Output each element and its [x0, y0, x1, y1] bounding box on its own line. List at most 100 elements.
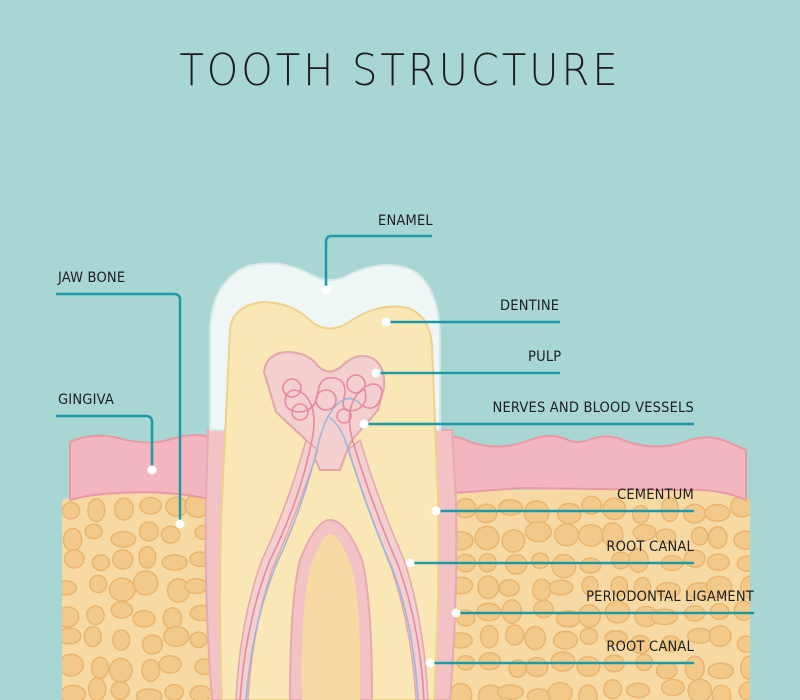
- label-cementum: CEMENTUM: [617, 487, 694, 503]
- bone-cell: [504, 624, 525, 646]
- diagram-title: TOOTH STRUCTURE: [179, 46, 621, 96]
- bone-cell: [526, 688, 551, 700]
- bone-cell: [91, 554, 111, 572]
- bone-cell: [530, 552, 550, 570]
- bone-cell: [610, 575, 629, 597]
- bone-cell: [162, 607, 183, 630]
- bone-cell: [135, 688, 163, 700]
- bone-cell: [158, 654, 182, 674]
- bone-cell: [62, 606, 80, 628]
- bone-cell: [740, 655, 750, 680]
- bone-cell: [553, 523, 580, 547]
- bone-cell: [532, 578, 552, 602]
- bone-cell: [504, 554, 528, 575]
- bone-cell: [132, 570, 159, 596]
- bone-cell: [633, 576, 652, 601]
- bone-cell: [628, 547, 649, 574]
- bone-cell: [138, 521, 160, 542]
- bone-cell: [525, 657, 549, 678]
- label-root-canal-upper: ROOT CANAL: [606, 539, 694, 555]
- bone-cell: [132, 609, 156, 628]
- bone-cell: [604, 629, 628, 646]
- bone-cell: [496, 684, 524, 700]
- nerves-and-blood-vessels: [239, 374, 425, 700]
- bone-cell: [738, 680, 750, 700]
- bone-cell: [113, 497, 135, 521]
- label-jaw-bone: JAW BONE: [58, 270, 126, 286]
- bone-cell: [62, 684, 87, 700]
- bone-cell: [655, 661, 678, 680]
- bone-cell: [707, 526, 728, 550]
- label-nerves-and-blood-vessels: NERVES AND BLOOD VESSELS: [492, 400, 694, 416]
- bone-cell: [62, 527, 83, 552]
- bone-cell: [523, 500, 550, 526]
- bone-cell: [711, 684, 732, 700]
- bone-cell: [551, 553, 577, 579]
- bone-cell: [548, 579, 574, 596]
- bone-cell: [524, 625, 547, 651]
- bone-cell: [110, 530, 137, 548]
- bone-cell: [577, 604, 602, 628]
- bone-cell: [83, 625, 102, 648]
- bone-cell: [601, 521, 624, 548]
- bone-cell: [740, 575, 750, 599]
- pulp-chamber: [262, 350, 386, 471]
- label-dentine: DENTINE: [500, 298, 560, 314]
- bone-cell: [110, 600, 134, 619]
- bone-cell: [141, 634, 164, 655]
- bone-cell: [474, 525, 500, 551]
- bone-cell: [184, 578, 209, 595]
- bone-cell: [478, 651, 502, 671]
- bone-cell: [577, 524, 605, 547]
- bone-cell: [161, 554, 188, 571]
- bone-cell: [579, 627, 599, 645]
- bone-cell: [498, 579, 520, 597]
- bone-cell: [164, 683, 185, 700]
- bone-cell: [660, 496, 680, 523]
- bone-cell: [625, 682, 651, 699]
- bone-cell: [449, 682, 473, 700]
- bone-cell: [733, 600, 750, 621]
- label-root-canal-lower: ROOT CANAL: [606, 639, 694, 655]
- label-gingiva: GINGIVA: [58, 392, 114, 408]
- gingiva: [69, 434, 747, 502]
- bone-cell: [62, 580, 78, 596]
- bone-cell: [577, 684, 598, 700]
- bone-cell: [108, 657, 133, 683]
- bone-cell: [138, 545, 157, 569]
- bone-cell: [705, 575, 733, 599]
- bone-cell: [524, 521, 553, 543]
- label-enamel: ENAMEL: [378, 213, 433, 229]
- bone-cell: [90, 656, 110, 680]
- bone-cell: [139, 496, 162, 515]
- bone-cell: [655, 528, 677, 545]
- bone-cell: [501, 599, 523, 624]
- bone-cell: [704, 503, 731, 522]
- bone-cell: [479, 624, 499, 649]
- bone-cell: [477, 575, 500, 600]
- bone-cell: [629, 634, 651, 655]
- bone-cell: [682, 503, 707, 524]
- bone-cell: [603, 678, 623, 700]
- bone-cell: [160, 525, 181, 544]
- bone-cell: [86, 605, 105, 626]
- bone-cell: [110, 681, 130, 700]
- bone-cell: [556, 502, 582, 525]
- leader-lines: [56, 234, 754, 665]
- bone-cell: [602, 497, 627, 521]
- bone-cell: [736, 555, 750, 572]
- bone-cell: [189, 684, 213, 700]
- bone-cell: [632, 523, 657, 542]
- bone-cell: [581, 575, 599, 596]
- bone-cell: [165, 496, 189, 517]
- bone-cell: [533, 599, 554, 619]
- bone-cell: [87, 677, 107, 700]
- bone-cell: [501, 529, 526, 553]
- bone-cell: [63, 548, 85, 569]
- bone-cell: [660, 635, 681, 653]
- bone-cell: [62, 627, 82, 645]
- bone-cell: [709, 602, 730, 621]
- bone-cell: [650, 608, 679, 626]
- bone-cell: [498, 498, 524, 516]
